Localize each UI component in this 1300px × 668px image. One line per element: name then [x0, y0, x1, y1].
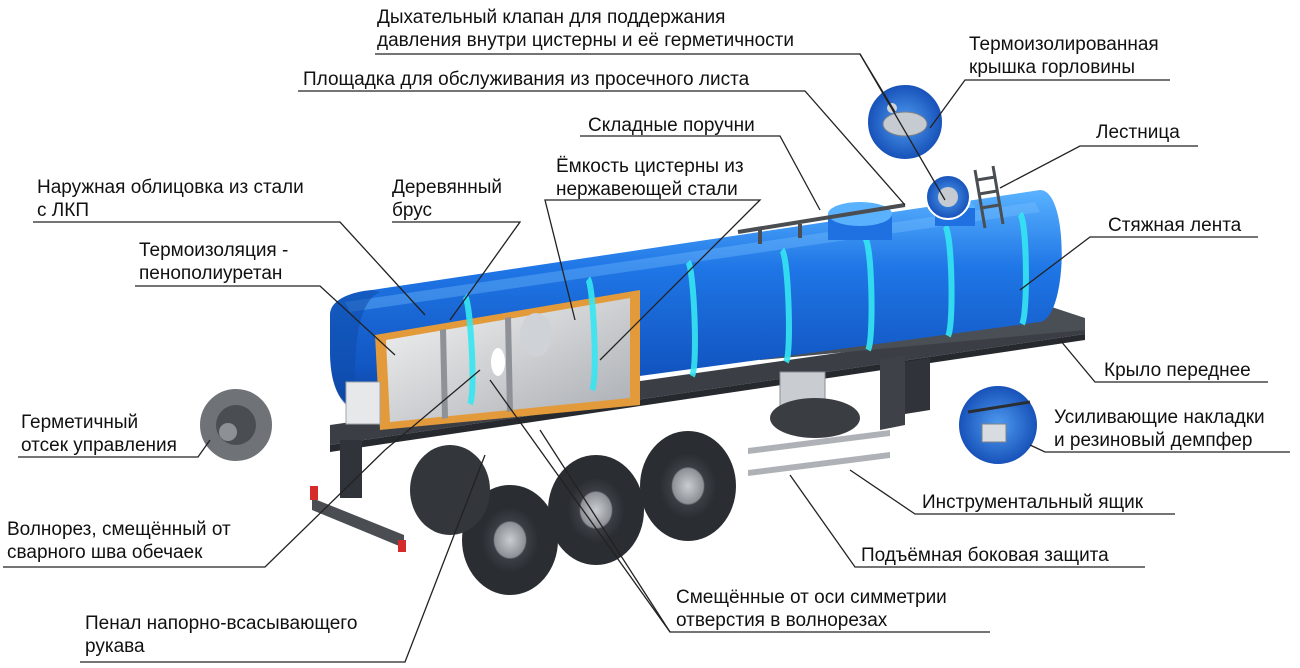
label-hose-case-line-1: Пенал напорно-всасывающего [85, 613, 358, 634]
label-outer-cladding-line-1: Наружная облицовка из стали [37, 177, 304, 198]
label-tool-box: Инструментальный ящик [922, 491, 1143, 514]
wheels [410, 431, 736, 595]
label-wave-breaker-line-1: Волнорез, смещённый от [7, 519, 231, 540]
detail-circle-reinforcement [957, 384, 1039, 466]
label-tool-box-line-1: Инструментальный ящик [922, 492, 1144, 513]
detail-circle-valve [925, 174, 971, 220]
label-strap-band-line-1: Стяжная лента [1108, 215, 1242, 236]
ladder [973, 165, 1005, 229]
label-hose-case-line-2: рукава [85, 636, 145, 657]
label-thermal-insulation-line-1: Термоизоляция - [139, 240, 289, 261]
label-insulated-hatch-lid-line-2: крышка горловины [969, 57, 1136, 78]
label-sealed-control-compartment-line-1: Герметичный [21, 412, 139, 433]
label-stainless-tank-line-2: нержавеющей стали [556, 179, 738, 200]
label-thermal-insulation-line-2: пенополиуретан [139, 263, 283, 284]
label-side-protection-line-1: Подъёмная боковая защита [861, 545, 1109, 566]
label-folding-handrails: Складные поручни [588, 114, 755, 137]
label-offset-holes-line-2: отверстия в волнорезах [676, 610, 888, 631]
handrails [737, 203, 906, 244]
label-reinforcing-pads-line-1: Усиливающие накладки [1054, 407, 1265, 428]
label-strap-band: Стяжная лента [1108, 214, 1241, 237]
label-breather-valve-line-2: давления внутри цистерны и её герметично… [377, 30, 794, 51]
label-offset-holes: Смещённые от оси симметрии отверстия в в… [676, 586, 947, 632]
label-sealed-control-compartment-line-2: отсек управления [21, 435, 177, 456]
leader-lines [3, 53, 1290, 663]
label-stainless-tank-line-1: Ёмкость цистерны из [556, 156, 744, 177]
label-stainless-tank: Ёмкость цистерны из нержавеющей стали [556, 155, 744, 201]
label-front-fender: Крыло переднее [1104, 359, 1251, 382]
label-wooden-beam: Деревянный брус [392, 176, 502, 222]
label-outer-cladding: Наружная облицовка из стали с ЛКП [37, 176, 304, 222]
label-thermal-insulation: Термоизоляция - пенополиуретан [139, 239, 288, 285]
label-reinforcing-pads: Усиливающие накладки и резиновый демпфер [1054, 406, 1265, 452]
label-ladder: Лестница [1096, 121, 1180, 144]
label-side-protection: Подъёмная боковая защита [861, 544, 1109, 567]
label-offset-holes-line-1: Смещённые от оси симметрии [676, 587, 947, 608]
label-breather-valve-line-1: Дыхательный клапан для поддержания [377, 7, 726, 28]
label-wooden-beam-line-1: Деревянный [392, 177, 502, 198]
label-ladder-line-1: Лестница [1096, 122, 1180, 143]
label-wave-breaker-line-2: сварного шва обечаек [7, 542, 203, 563]
label-wooden-beam-line-2: брус [392, 200, 433, 221]
label-insulated-hatch-lid-line-1: Термоизолированная [969, 34, 1159, 55]
rear-bumper [310, 486, 406, 552]
label-breather-valve: Дыхательный клапан для поддержания давле… [377, 6, 794, 52]
detail-circle-control [198, 387, 274, 463]
label-sealed-control-compartment: Герметичный отсек управления [21, 411, 177, 457]
control-compartment-shape [345, 381, 381, 425]
label-wave-breaker: Волнорез, смещённый от сварного шва обеч… [7, 518, 231, 564]
front-fender-shape [905, 358, 930, 414]
label-folding-handrails-line-1: Складные поручни [588, 115, 755, 136]
label-reinforcing-pads-line-2: и резиновый демпфер [1054, 430, 1253, 451]
detail-circle-hatch [866, 83, 944, 161]
label-front-fender-line-1: Крыло переднее [1104, 360, 1251, 381]
label-hose-case: Пенал напорно-всасывающего рукава [85, 612, 357, 658]
label-service-platform: Площадка для обслуживания из просечного … [303, 68, 749, 91]
tool-box-area [748, 371, 890, 476]
label-outer-cladding-line-2: с ЛКП [37, 200, 89, 221]
label-service-platform-line-1: Площадка для обслуживания из просечного … [303, 69, 750, 90]
label-insulated-hatch-lid: Термоизолированная крышка горловины [969, 33, 1159, 79]
